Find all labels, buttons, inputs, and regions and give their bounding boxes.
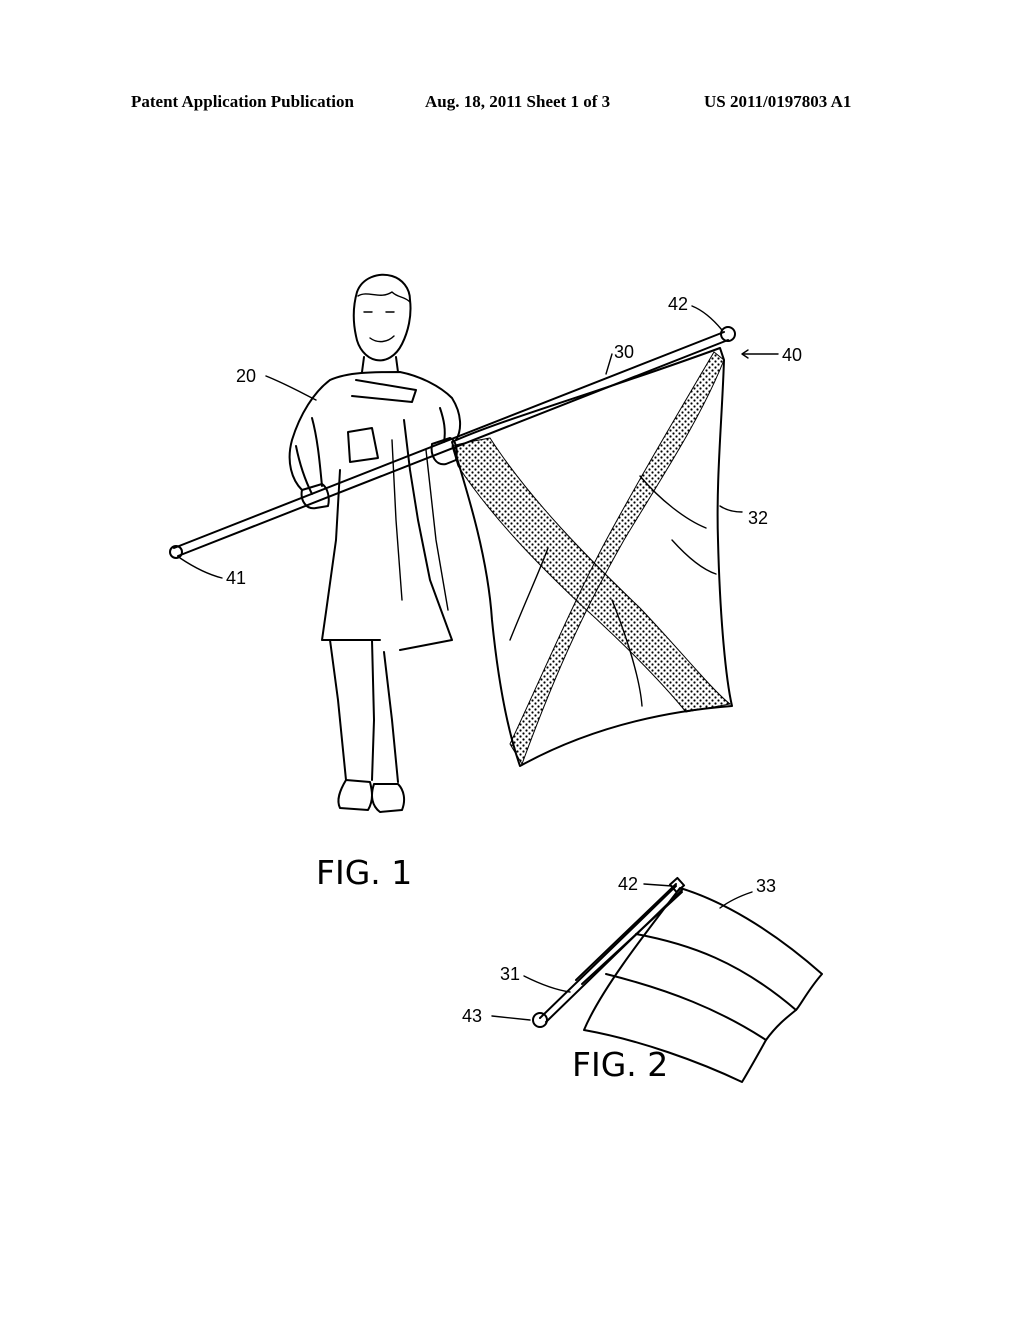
ref-32: 32 — [748, 508, 768, 528]
ref-43: 43 — [462, 1006, 482, 1026]
fig2-leader-lines — [491, 883, 753, 1021]
page-header: Patent Application Publication Aug. 18, … — [0, 86, 1024, 126]
ref-41: 41 — [226, 568, 246, 588]
performer-figure — [288, 273, 462, 813]
ref-20: 20 — [236, 366, 256, 386]
figure-1-caption: FIG. 1 — [316, 853, 412, 892]
ref-33: 33 — [756, 876, 776, 896]
flag-33 — [583, 887, 823, 1083]
date-sheet-label: Aug. 18, 2011 Sheet 1 of 3 — [425, 92, 611, 111]
ref-42-fig2: 42 — [618, 874, 638, 894]
ref-31: 31 — [500, 964, 520, 984]
flag-pole-31 — [532, 876, 686, 1028]
pole-end-cap-42 — [720, 326, 736, 342]
figure-1-drawing: 20 30 32 40 41 42 FIG. 1 — [169, 273, 802, 892]
flag-pole-30 — [169, 326, 736, 559]
pole-end-cap-43 — [532, 1012, 548, 1028]
flag-32 — [451, 347, 733, 767]
fig1-leader-lines — [179, 305, 779, 579]
ref-40: 40 — [782, 345, 802, 365]
pole-end-cap-41 — [169, 545, 183, 559]
publication-label: Patent Application Publication — [131, 92, 354, 111]
pole-end-cap-42-fig2 — [668, 876, 686, 894]
figure-2-drawing: 42 33 31 43 FIG. 2 — [462, 874, 823, 1084]
ref-42: 42 — [668, 294, 688, 314]
publication-number: US 2011/0197803 A1 — [704, 92, 852, 111]
figure-2-caption: FIG. 2 — [572, 1045, 668, 1084]
ref-30: 30 — [614, 342, 634, 362]
